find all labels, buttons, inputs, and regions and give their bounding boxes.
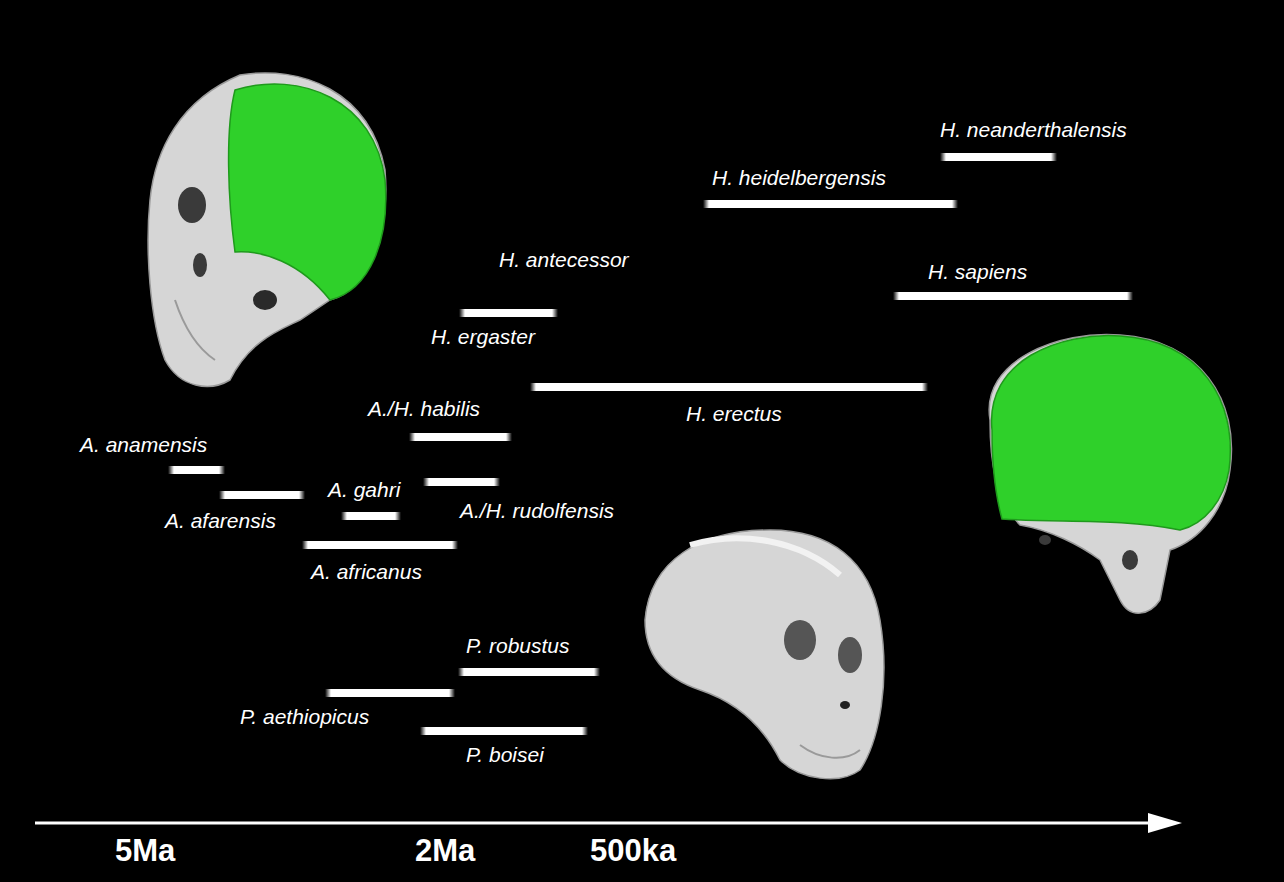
species-name: P. boisei bbox=[466, 743, 544, 767]
species-range: A. gahri bbox=[341, 512, 401, 520]
time-axis bbox=[35, 813, 1182, 833]
species-range: A. anamensis bbox=[168, 466, 225, 474]
range-bar bbox=[325, 689, 455, 697]
species-range: A./H. rudolfensis bbox=[423, 478, 500, 486]
axis-tick-label: 500ka bbox=[590, 834, 676, 868]
range-bar bbox=[219, 491, 305, 499]
species-name: P. aethiopicus bbox=[240, 705, 369, 729]
range-bar bbox=[940, 153, 1057, 161]
range-bar bbox=[302, 541, 458, 549]
species-range: A. africanus bbox=[302, 541, 458, 549]
range-bar bbox=[420, 727, 588, 735]
species-name: A. gahri bbox=[328, 478, 400, 502]
species-name: H. ergaster bbox=[431, 325, 535, 349]
range-bar bbox=[168, 466, 225, 474]
species-name: H. antecessor bbox=[499, 248, 629, 271]
species-name: H. erectus bbox=[686, 402, 782, 426]
species-name: H. sapiens bbox=[928, 260, 1027, 284]
axis-tick-label: 2Ma bbox=[415, 834, 475, 868]
species-name: A./H. rudolfensis bbox=[460, 499, 614, 523]
range-bar bbox=[458, 668, 600, 676]
range-bar bbox=[423, 478, 500, 486]
species-name: A./H. habilis bbox=[368, 397, 480, 421]
range-bar bbox=[530, 383, 928, 391]
robust-skull bbox=[645, 530, 884, 779]
species-range: P. boisei bbox=[420, 727, 588, 735]
range-bar bbox=[893, 292, 1133, 300]
range-bar bbox=[703, 200, 958, 208]
species-name: H. heidelbergensis bbox=[712, 166, 886, 190]
axis-tick-label: 5Ma bbox=[115, 834, 175, 868]
species-range: A. afarensis bbox=[219, 491, 305, 499]
species-name: P. robustus bbox=[466, 634, 570, 658]
species-range: H. neanderthalensis bbox=[940, 153, 1057, 161]
species-name: A. afarensis bbox=[165, 509, 276, 533]
species-range: H. heidelbergensis bbox=[703, 200, 958, 208]
species-name: A. anamensis bbox=[80, 433, 207, 457]
species-range: P. robustus bbox=[458, 668, 600, 676]
species-range: P. aethiopicus bbox=[325, 689, 455, 697]
species-range: A./H. habilis bbox=[409, 433, 512, 441]
species-range: H. ergaster bbox=[459, 309, 558, 317]
range-bar bbox=[409, 433, 512, 441]
species-name: H. neanderthalensis bbox=[940, 118, 1127, 142]
modern-skull bbox=[989, 334, 1231, 613]
species-range: H. sapiens bbox=[893, 292, 1133, 300]
range-bar bbox=[341, 512, 401, 520]
species-range: H. erectus bbox=[530, 383, 928, 391]
australopith-skull bbox=[148, 73, 386, 386]
species-name: A. africanus bbox=[311, 560, 422, 584]
range-bar bbox=[459, 309, 558, 317]
